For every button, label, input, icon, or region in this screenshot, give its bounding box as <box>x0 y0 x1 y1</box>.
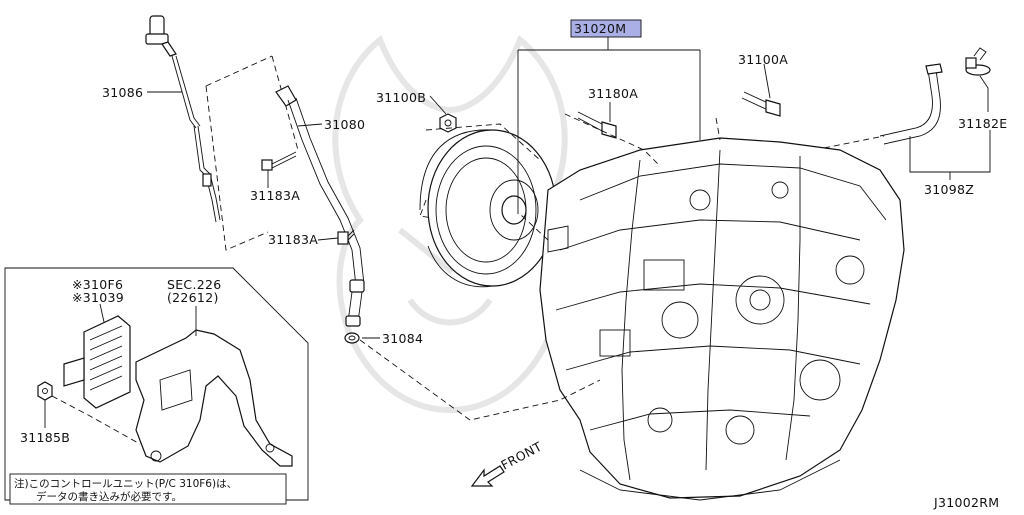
label-31020M[interactable]: 31020M <box>574 21 626 36</box>
label-31039[interactable]: ※31039 <box>72 290 124 305</box>
label-310F6[interactable]: ※310F6 <box>72 277 123 292</box>
dipstick-31086[interactable] <box>145 15 221 223</box>
label-31180A[interactable]: 31180A <box>588 86 638 101</box>
label-31084[interactable]: 31084 <box>382 331 423 346</box>
nut-31100B[interactable] <box>439 113 457 133</box>
bracket-sec226[interactable] <box>135 329 293 467</box>
label-31185B[interactable]: 31185B <box>20 430 70 445</box>
nut-31185B[interactable] <box>37 381 53 401</box>
label-31183A-lower[interactable]: 31183A <box>268 232 318 247</box>
label-sec22612[interactable]: (22612) <box>167 290 219 305</box>
label-31098Z[interactable]: 31098Z <box>924 182 974 197</box>
note-line-2: データの書き込みが必要です。 <box>36 490 182 503</box>
control-unit-inset-box <box>4 267 309 501</box>
breather-hose-31098Z[interactable] <box>879 63 943 145</box>
label-sec226[interactable]: SEC.226 <box>167 277 222 292</box>
clip-31182E[interactable] <box>965 47 991 76</box>
bolt-31100A[interactable] <box>741 91 781 117</box>
front-label: FRONT <box>498 439 544 473</box>
bolt-31183A-upper[interactable] <box>261 151 297 171</box>
label-31182E[interactable]: 31182E <box>958 116 1007 131</box>
label-31183A-upper[interactable]: 31183A <box>250 188 300 203</box>
highlight-box-31020M <box>570 19 642 38</box>
label-31080[interactable]: 31080 <box>324 117 365 132</box>
cvt-transmission-case[interactable] <box>539 137 905 501</box>
o-ring-31084[interactable] <box>344 332 360 344</box>
label-31100B[interactable]: 31100B <box>376 90 426 105</box>
leader-lines <box>44 36 991 428</box>
front-direction-arrow-icon <box>470 465 505 487</box>
label-31086[interactable]: 31086 <box>102 85 143 100</box>
label-31100A[interactable]: 31100A <box>738 52 788 67</box>
note-box <box>9 473 287 505</box>
diagram-id: J31002RM <box>933 495 999 510</box>
bolt-31183A-lower[interactable] <box>337 229 355 245</box>
control-unit-310F6[interactable] <box>63 315 131 409</box>
charging-pipe-31080[interactable] <box>275 85 365 327</box>
note-line-1: 注)このコントロールユニット(P/C 310F6)は、 <box>14 477 237 490</box>
bolt-31180A[interactable] <box>577 111 617 139</box>
